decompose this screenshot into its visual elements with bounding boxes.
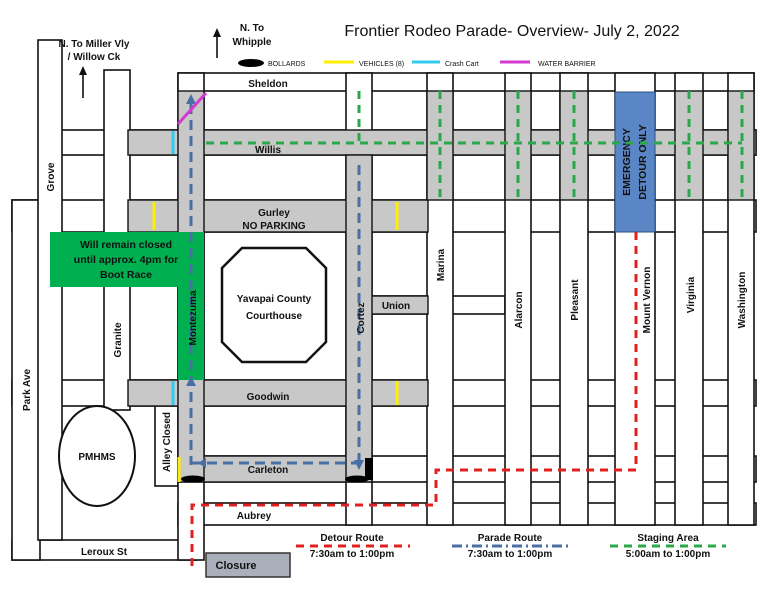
- vehicle-markers: [152, 202, 399, 482]
- parade-arrows: [186, 94, 364, 470]
- boot-race-line3: Boot Race: [100, 269, 152, 281]
- legend-detour-time: 7:30am to 1:00pm: [310, 549, 395, 560]
- label-sheldon: Sheldon: [248, 79, 287, 90]
- north-miller-line2: / Willow Ck: [68, 52, 121, 63]
- north-arrow-miller: [79, 66, 87, 98]
- boot-race-line1: Will remain closed: [80, 239, 172, 251]
- legend-staging-label: Staging Area: [637, 533, 699, 544]
- bollard-2: [345, 475, 369, 483]
- bollard-3: [365, 458, 373, 480]
- courthouse-label-line2: Courthouse: [246, 311, 303, 322]
- map-title: Frontier Rodeo Parade- Overview- July 2,…: [344, 23, 679, 40]
- label-leroux: Leroux St: [81, 547, 128, 558]
- legend-crash-cart-label: Crash Cart: [445, 61, 479, 68]
- label-gurley: Gurley: [258, 208, 290, 219]
- label-montezuma: Montezuma: [188, 290, 199, 345]
- label-aubrey: Aubrey: [237, 511, 272, 522]
- legend-bollard-swatch: [238, 59, 264, 67]
- label-pleasant: Pleasant: [570, 279, 581, 321]
- label-park-ave: Park Ave: [22, 369, 33, 412]
- label-union: Union: [382, 301, 410, 312]
- label-alley-closed: Alley Closed: [162, 412, 173, 472]
- legend-parade-time: 7:30am to 1:00pm: [468, 549, 553, 560]
- north-miller-line1: N. To Miller Vly: [59, 39, 130, 50]
- label-goodwin: Goodwin: [247, 392, 290, 403]
- legend-top: BOLLARDS VEHICLES (8) Crash Cart WATER B…: [238, 59, 596, 68]
- label-washington: Washington: [737, 272, 748, 329]
- bollard-1: [181, 475, 205, 483]
- label-mount-vernon: Mount Vernon: [642, 267, 653, 334]
- legend-bottom: Detour Route 7:30am to 1:00pm Parade Rou…: [296, 533, 726, 560]
- north-whipple-line1: N. To: [240, 23, 264, 34]
- emergency-box: [614, 91, 656, 233]
- courthouse-label-line1: Yavapai County: [237, 294, 312, 305]
- closure-box: [205, 552, 291, 578]
- emergency-line2: DETOUR ONLY: [637, 124, 649, 199]
- label-no-parking: NO PARKING: [242, 221, 305, 232]
- legend-bollards-label: BOLLARDS: [268, 61, 306, 68]
- legend-staging-time: 5:00am to 1:00pm: [626, 549, 711, 560]
- boot-race-line2: until approx. 4pm for: [74, 254, 178, 266]
- water-barrier-marker: [176, 91, 208, 126]
- closure-label: Closure: [216, 560, 257, 572]
- label-virginia: Virginia: [686, 276, 697, 313]
- parade-route: [189, 104, 361, 465]
- label-willis: Willis: [255, 145, 281, 156]
- legend-parade-label: Parade Route: [478, 533, 543, 544]
- label-granite: Granite: [113, 322, 124, 357]
- park-ave-street: [11, 199, 41, 561]
- pmhms-oval: [58, 405, 136, 507]
- staging-route: [206, 91, 744, 200]
- legend-vehicles-label: VEHICLES (8): [359, 61, 404, 68]
- label-alarcon: Alarcon: [514, 291, 525, 328]
- north-whipple-line2: Whipple: [233, 37, 272, 48]
- legend-water-barrier-label: WATER BARRIER: [538, 61, 596, 68]
- north-arrow-whipple: [213, 28, 221, 58]
- label-marina: Marina: [436, 248, 447, 281]
- detour-route: [190, 232, 638, 568]
- label-carleton: Carleton: [248, 465, 289, 476]
- grove-street: [37, 39, 63, 541]
- label-cortez: Cortez: [356, 302, 367, 333]
- label-grove: Grove: [46, 162, 57, 191]
- legend-detour-label: Detour Route: [320, 533, 384, 544]
- emergency-line1: EMERGENCY: [621, 128, 633, 196]
- boot-race-box: [50, 232, 203, 287]
- pmhms-label: PMHMS: [78, 452, 116, 463]
- courthouse-plaza: [220, 246, 328, 364]
